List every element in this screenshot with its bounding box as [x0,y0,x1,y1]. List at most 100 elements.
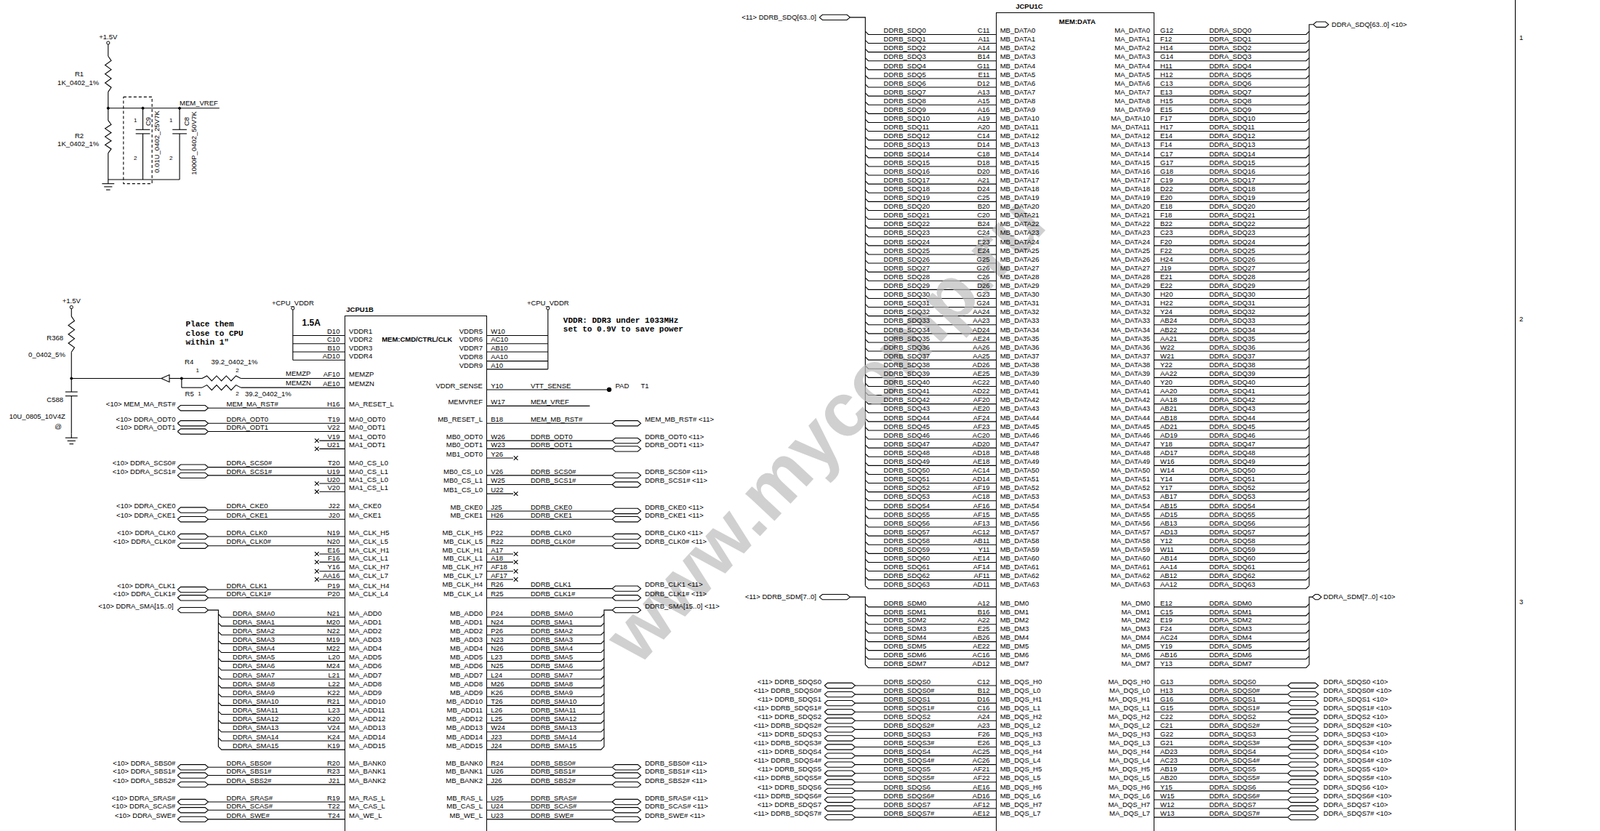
pin-number: F24 [1160,625,1172,634]
net-label: DDRA_SDQ34 [1208,326,1255,334]
pin-number: F17 [1160,114,1172,123]
net-label: DDRA_SDQ8 [1208,97,1252,105]
pin-number: A16 [977,106,991,114]
pin-name: MB_BANK2 [445,777,483,785]
pin-name: MB_DATA2 [1000,45,1036,53]
pin-number: N23 [490,636,504,644]
pin-name: MB_DATA52 [1000,484,1040,493]
block-title: MEM:CMD/CTRL/CLK [381,335,453,344]
pin-name: MB_DATA62 [1000,572,1040,581]
pin-name: MB_DATA13 [1000,141,1040,150]
pin-name: MB_DM5 [1000,642,1030,650]
net-label: DDRA_SDQ6 [1208,79,1252,88]
wire [207,474,345,476]
net-label: DDRA_SMA2 [232,627,275,635]
pin-name: MB_DQS_L5 [1000,774,1041,783]
pin-number: C21 [1160,721,1173,730]
pin-number: Y19 [1160,642,1173,650]
pin-number: R24 [490,759,504,767]
offpage-connector [1287,761,1318,767]
offpage-connector [824,753,855,759]
net-label: DDRA_SDQ47 [1208,440,1255,448]
pin-name: MA_RAS_L [348,794,386,802]
wire [854,729,996,730]
pin-name: MEMZN [348,380,375,388]
net-label: DDRB_SRAS# [530,794,577,802]
wire [181,378,203,379]
capacitor-symbol [65,391,78,392]
offpage-label: DDRB_CLK0 <11> [644,529,703,537]
wire [487,809,613,811]
pin-name: MB1_CS_L0 [443,486,483,494]
pin-number: W25 [490,476,506,485]
offpage-label: <10> DDRA_SCAS# [111,802,176,810]
pin-name: MB_DATA11 [1000,123,1039,131]
annotation: 39.2_0402_1% [211,359,259,367]
net-label: DDRA_SDQ62 [1208,572,1255,581]
wire [319,578,345,580]
net-label: DDRB_SDQS0# [883,686,935,695]
pin-name: MA_ADD4 [348,644,382,653]
pin-number: W11 [1160,545,1175,554]
wire [71,396,72,434]
net-label: DDRA_SDQS5# [1208,774,1260,783]
net-label: DDRB_SDQ38 [883,361,930,369]
wire [292,359,346,361]
wire [207,809,345,811]
bus [849,596,866,665]
pin-name: MA_DATA29 [1110,282,1151,290]
pin-name: MB_RAS_L [446,794,483,802]
pin-name: MA_DATA20 [1110,202,1151,211]
pin-name: MB_DATA36 [1000,343,1040,352]
wire [207,818,345,820]
pin-name: MB_DATA46 [1000,431,1040,440]
pin-number: U20 [327,476,340,484]
reference-designator: JCPU1C [1015,3,1044,11]
net-label: DDRA_ODT0 [226,415,269,424]
pin-name: MA_DATA37 [1110,352,1151,360]
pin-number: AC22 [972,378,991,387]
pin-name: MB_CLK_L1 [443,554,483,562]
net-label: DDRB_SDQ32 [883,308,930,317]
pin-name: MA_DATA10 [1110,114,1151,123]
pin-name: MA_DM2 [1120,617,1151,625]
pin-number: AE16 [972,783,990,791]
pin-name: MEMVREF [447,398,483,406]
offpage-connector [612,472,641,478]
pin-number: L23 [328,706,341,714]
pin-number: M22 [326,644,340,653]
pin-name: MB_DM4 [1000,634,1030,642]
pin-number: D26 [977,282,990,290]
annotation: C588 [46,396,64,405]
offpage-label: <11> DDRB_SDQS0# [753,686,822,695]
offpage-label: DDRA_SDQS5# <10> [1323,774,1393,783]
pin-name: MB0_ODT0 [446,433,483,441]
offpage-connector [612,516,641,522]
pin-name: MB_ADD2 [449,627,483,635]
net-label: DDRA_SDQ49 [1208,457,1255,466]
net-label: DDRB_SDQ43 [883,405,930,413]
wire [854,711,996,713]
pin-number: D10 [327,327,340,336]
wire [1154,684,1289,686]
offpage-connector [1313,21,1329,27]
pin-number: AD20 [972,440,991,448]
net-label: DDRA_SDM0 [1208,599,1252,607]
wire [854,781,996,783]
pin-name: MB0_CS_L1 [443,476,483,485]
pin-name: MB_DM2 [1000,617,1030,625]
pin-number: R25 [490,590,504,598]
pin-name: MA_DATA48 [1110,449,1151,457]
pin-name: MA_DATA33 [1110,317,1151,325]
power-terminal [69,305,73,309]
no-connect-mark [314,438,320,443]
pin-name: MA_DM0 [1120,599,1151,607]
net-label: DDRB_CKE1 [530,511,573,520]
pin-name: MA_DATA24 [1110,238,1151,246]
net-label: DDRB_SDQ63 [883,581,930,589]
net-label: DDRB_SMA8 [530,680,573,688]
sheet-frame [1514,0,1516,831]
offpage-label: <11> DDRB_SDQS7# [753,809,822,818]
offpage-label: <11> DDRB_SDQS2# [753,721,822,730]
net-label: DDRB_SDQ26 [883,255,930,264]
